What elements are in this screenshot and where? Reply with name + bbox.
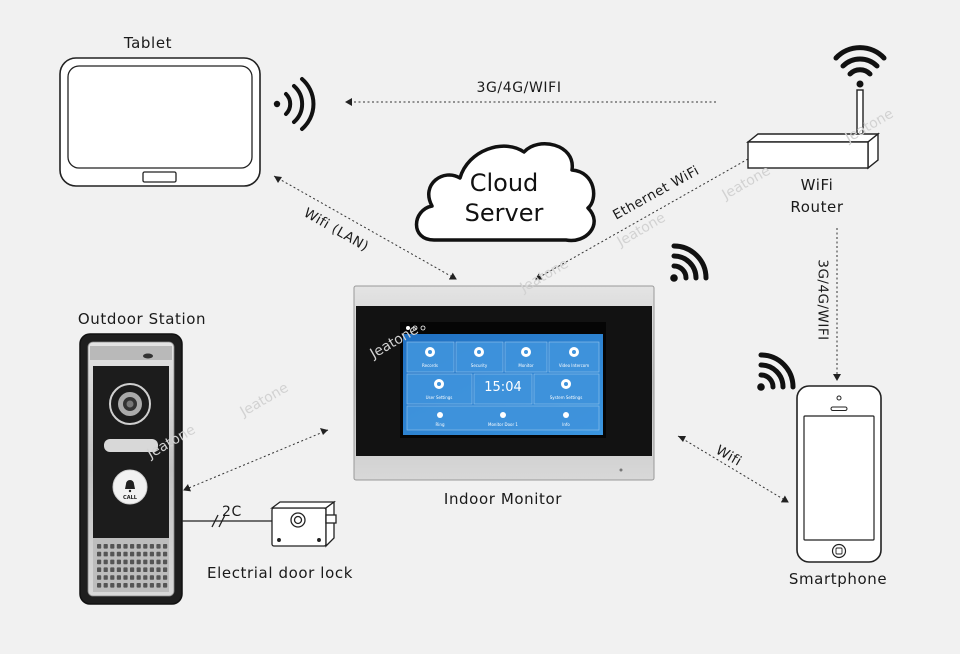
phone-signal-icon	[757, 352, 796, 391]
outdoor-station-label: Outdoor Station	[77, 310, 207, 328]
monitor-tile-label: Monitor Door 1	[488, 422, 518, 427]
link-router-monitor	[535, 158, 749, 280]
cloud-server	[414, 142, 596, 243]
monitor-tile-label: Security	[471, 363, 488, 368]
smartphone-label: Smartphone	[788, 570, 888, 588]
door-lock-label: Electrial door lock	[207, 564, 353, 582]
monitor-tile-label: Video Intercom	[559, 363, 589, 368]
indoor-monitor-device: 15:04 Records Security Monitor Video Interc…	[353, 285, 655, 481]
tablet-device	[59, 57, 261, 187]
door-lock-device	[270, 500, 337, 548]
monitor-tile-label: System Settings	[550, 395, 583, 400]
link-tablet-monitor	[273, 175, 457, 280]
lock-wire	[182, 514, 272, 528]
monitor-tile-label: Records	[422, 363, 438, 368]
cloud-label-line2: Server	[464, 199, 544, 227]
link-monitor-station	[183, 429, 329, 492]
cloud-label-line1: Cloud	[469, 169, 539, 197]
monitor-tile-label: Monitor	[518, 363, 534, 368]
connection-lines	[183, 98, 841, 503]
outdoor-station-device: CALL	[79, 333, 183, 605]
smartphone-device	[796, 385, 882, 563]
link-label-station-lock: 2C	[222, 504, 242, 520]
arrow-heads	[274, 176, 686, 442]
tablet-signal-icon	[273, 77, 316, 131]
router-wifi-icon	[833, 45, 887, 88]
monitor-tile-label: Ring	[436, 422, 445, 427]
link-label-tablet-router: 3G/4G/WIFI	[476, 80, 562, 96]
monitor-tile-label: User Settings	[426, 395, 453, 400]
indoor-monitor-label: Indoor Monitor	[443, 490, 563, 508]
call-button-label: CALL	[123, 495, 138, 501]
monitor-tile-label: Info	[562, 422, 570, 427]
wifi-router	[746, 89, 880, 170]
link-phone-monitor	[677, 435, 789, 503]
monitor-signal-icon	[670, 243, 709, 282]
tablet-label: Tablet	[123, 34, 173, 52]
monitor-time: 15:04	[484, 380, 521, 395]
router-label-line1: WiFi	[800, 176, 834, 194]
link-label-router-phone: 3G/4G/WIFI	[814, 259, 831, 341]
router-label-line2: Router	[790, 198, 844, 216]
